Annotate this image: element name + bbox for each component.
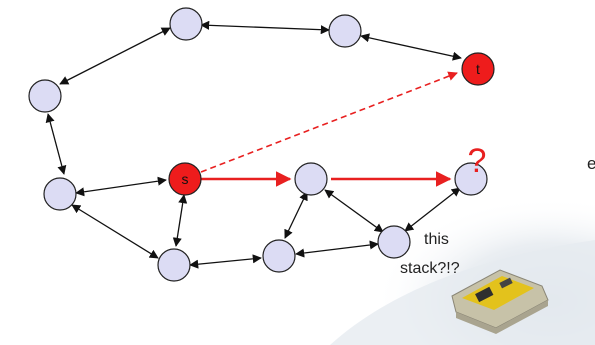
- caption-line-2: stack?!?: [400, 260, 460, 277]
- node: [157, 248, 191, 282]
- sensor-device-image: [451, 269, 549, 334]
- cut-off-text-char: e: [587, 154, 595, 173]
- edge: [75, 176, 167, 197]
- edge: [172, 194, 188, 247]
- caption-line-1: this: [424, 231, 449, 248]
- node-s-label: s: [182, 171, 189, 187]
- node: [294, 162, 328, 196]
- edge: [200, 20, 330, 35]
- node-s: [168, 162, 202, 196]
- edges: [45, 20, 462, 269]
- node: [328, 14, 362, 48]
- edge: [360, 33, 462, 61]
- edge: [71, 204, 159, 259]
- edge: [59, 27, 171, 85]
- node: [169, 7, 203, 41]
- route-edges: [200, 71, 458, 187]
- edge: [295, 240, 379, 258]
- edge: [189, 254, 262, 269]
- snow-background: [300, 170, 595, 345]
- edge: [324, 189, 384, 233]
- node-t: [461, 52, 495, 86]
- node: [454, 162, 488, 196]
- node: [28, 79, 62, 113]
- node-t-label: t: [476, 61, 480, 77]
- nodes: [28, 7, 495, 282]
- question-mark: ?: [468, 142, 487, 180]
- node: [262, 239, 296, 273]
- edge: [45, 113, 67, 175]
- node: [377, 225, 411, 259]
- edge: [404, 187, 461, 232]
- node: [43, 177, 77, 211]
- edge: [284, 191, 308, 239]
- dashed-edge-s-to-t: [200, 71, 458, 173]
